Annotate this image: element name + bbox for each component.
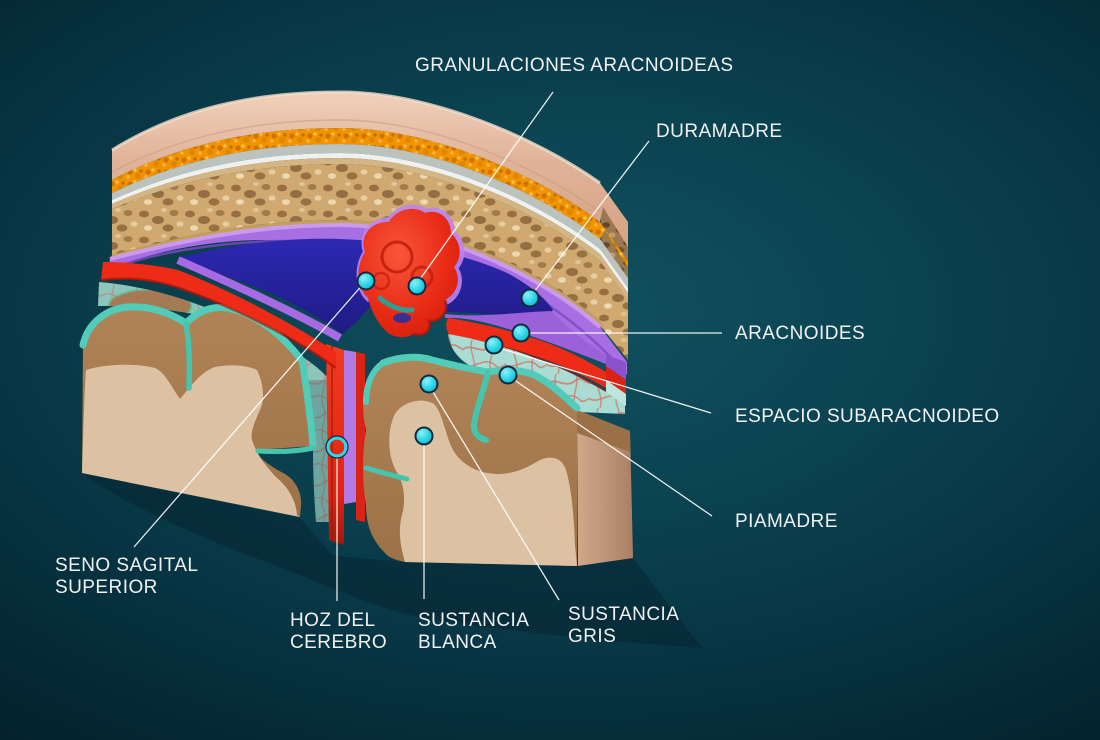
left-sulcus bbox=[183, 321, 193, 391]
granulaciones-aracnoideas-pointer-line bbox=[417, 91, 554, 283]
duramadre-marker-dot[interactable] bbox=[522, 290, 538, 306]
espacio-subaracnoideo-marker-dot[interactable] bbox=[486, 337, 502, 353]
skull-bone-layer bbox=[112, 164, 628, 360]
ground-shadow bbox=[82, 473, 702, 648]
left-white-matter bbox=[82, 364, 300, 517]
red-layer-left bbox=[100, 262, 337, 370]
hoz-del-cerebro-marker-ring-outline bbox=[325, 435, 349, 459]
right-side-face bbox=[577, 410, 633, 566]
right-white-matter bbox=[389, 400, 577, 566]
scalp-layer bbox=[112, 92, 628, 247]
right-sulcus bbox=[470, 370, 491, 443]
falx-cerebri bbox=[326, 344, 365, 545]
piamadre-pointer-line bbox=[509, 376, 713, 517]
seno-sagital-superior-marker-dot[interactable] bbox=[358, 273, 374, 289]
granulaciones-aracnoideas-marker-dot[interactable] bbox=[409, 278, 425, 294]
falx-dura-fold bbox=[176, 256, 342, 342]
espacio-subaracnoideo-pointer-line bbox=[495, 346, 712, 414]
right-hemisphere bbox=[363, 353, 633, 566]
piamadre-marker-dot[interactable] bbox=[500, 367, 516, 383]
arachnoid-granulation bbox=[356, 204, 465, 338]
aracnoides-marker-dot[interactable] bbox=[513, 325, 529, 341]
sustancia-blanca-marker-dot[interactable] bbox=[416, 428, 432, 444]
left-lower-sulcus bbox=[255, 445, 316, 455]
duramadre-pointer-line bbox=[530, 140, 650, 297]
right-lower-sulcus bbox=[363, 465, 410, 482]
sustancia-gris-pointer-line bbox=[429, 386, 560, 601]
sustancia-gris-marker-dot[interactable] bbox=[421, 376, 437, 392]
left-hemisphere bbox=[79, 303, 317, 517]
seno-sagital-superior-pointer-line bbox=[133, 282, 365, 548]
hoz-del-cerebro-marker-ring-hollow[interactable] bbox=[326, 436, 348, 458]
skull-vault bbox=[110, 90, 628, 360]
